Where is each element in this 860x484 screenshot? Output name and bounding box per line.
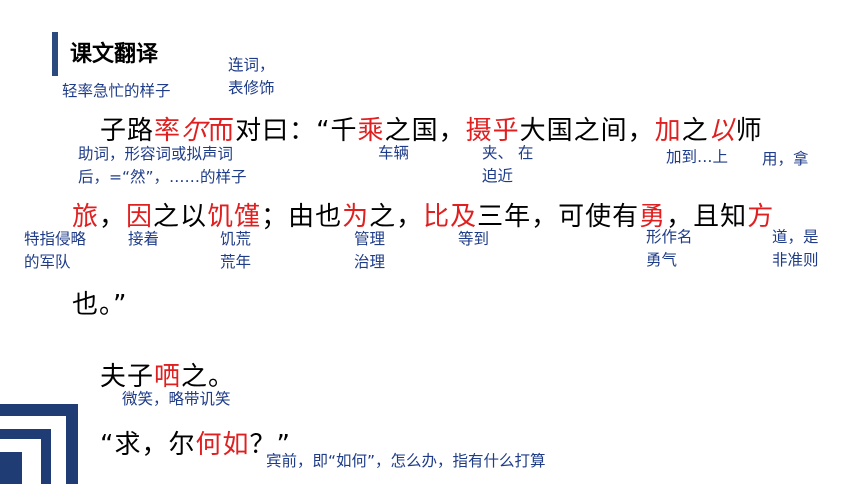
corner-decoration [0, 400, 88, 484]
note-jiezhe: 接着 [128, 230, 160, 248]
note-lianci: 连词， 表修饰 [228, 56, 275, 97]
note-lv: 特指侵略 的军队 [24, 230, 87, 271]
text-line-3: 也。” [72, 290, 128, 320]
note-shen: 微笑，略带讥笑 [122, 390, 231, 408]
text-line-2: 旅，因之以饥馑；由也为之，比及三年，可使有勇，且知方 [72, 202, 775, 232]
page-title: 课文翻译 [70, 42, 159, 67]
note-dao: 道，是 非准则 [772, 228, 819, 269]
corner-stripes-icon [0, 404, 78, 484]
text-line-5: “求，尔何如？” [100, 430, 291, 460]
note-zhuci: 助词，形容词或拟声词 后，=“然”，……的样子 [78, 145, 247, 186]
note-jihuang: 饥荒 荒年 [220, 230, 252, 271]
note-jiadao: 加到…上 [666, 148, 729, 166]
note-shuaier: 轻率急忙的样子 [62, 82, 171, 100]
text-line-4: 夫子哂之。 [100, 362, 236, 392]
note-heru: 宾前，即“如何”，怎么办，指有什么打算 [266, 452, 546, 470]
note-xingzuoming: 形作名 勇气 [646, 228, 693, 269]
note-jia: 夹、 在 迫近 [482, 144, 534, 185]
title-accent-bar [52, 32, 58, 76]
note-guanli: 管理 治理 [354, 230, 386, 271]
text-line-1: 子路率尔而对曰：“千乘之国，摄乎大国之间，加之以师 [100, 116, 763, 146]
note-cheliang: 车辆 [378, 144, 410, 162]
note-dengdao: 等到 [458, 230, 490, 248]
note-yong-na: 用，拿 [762, 150, 809, 168]
